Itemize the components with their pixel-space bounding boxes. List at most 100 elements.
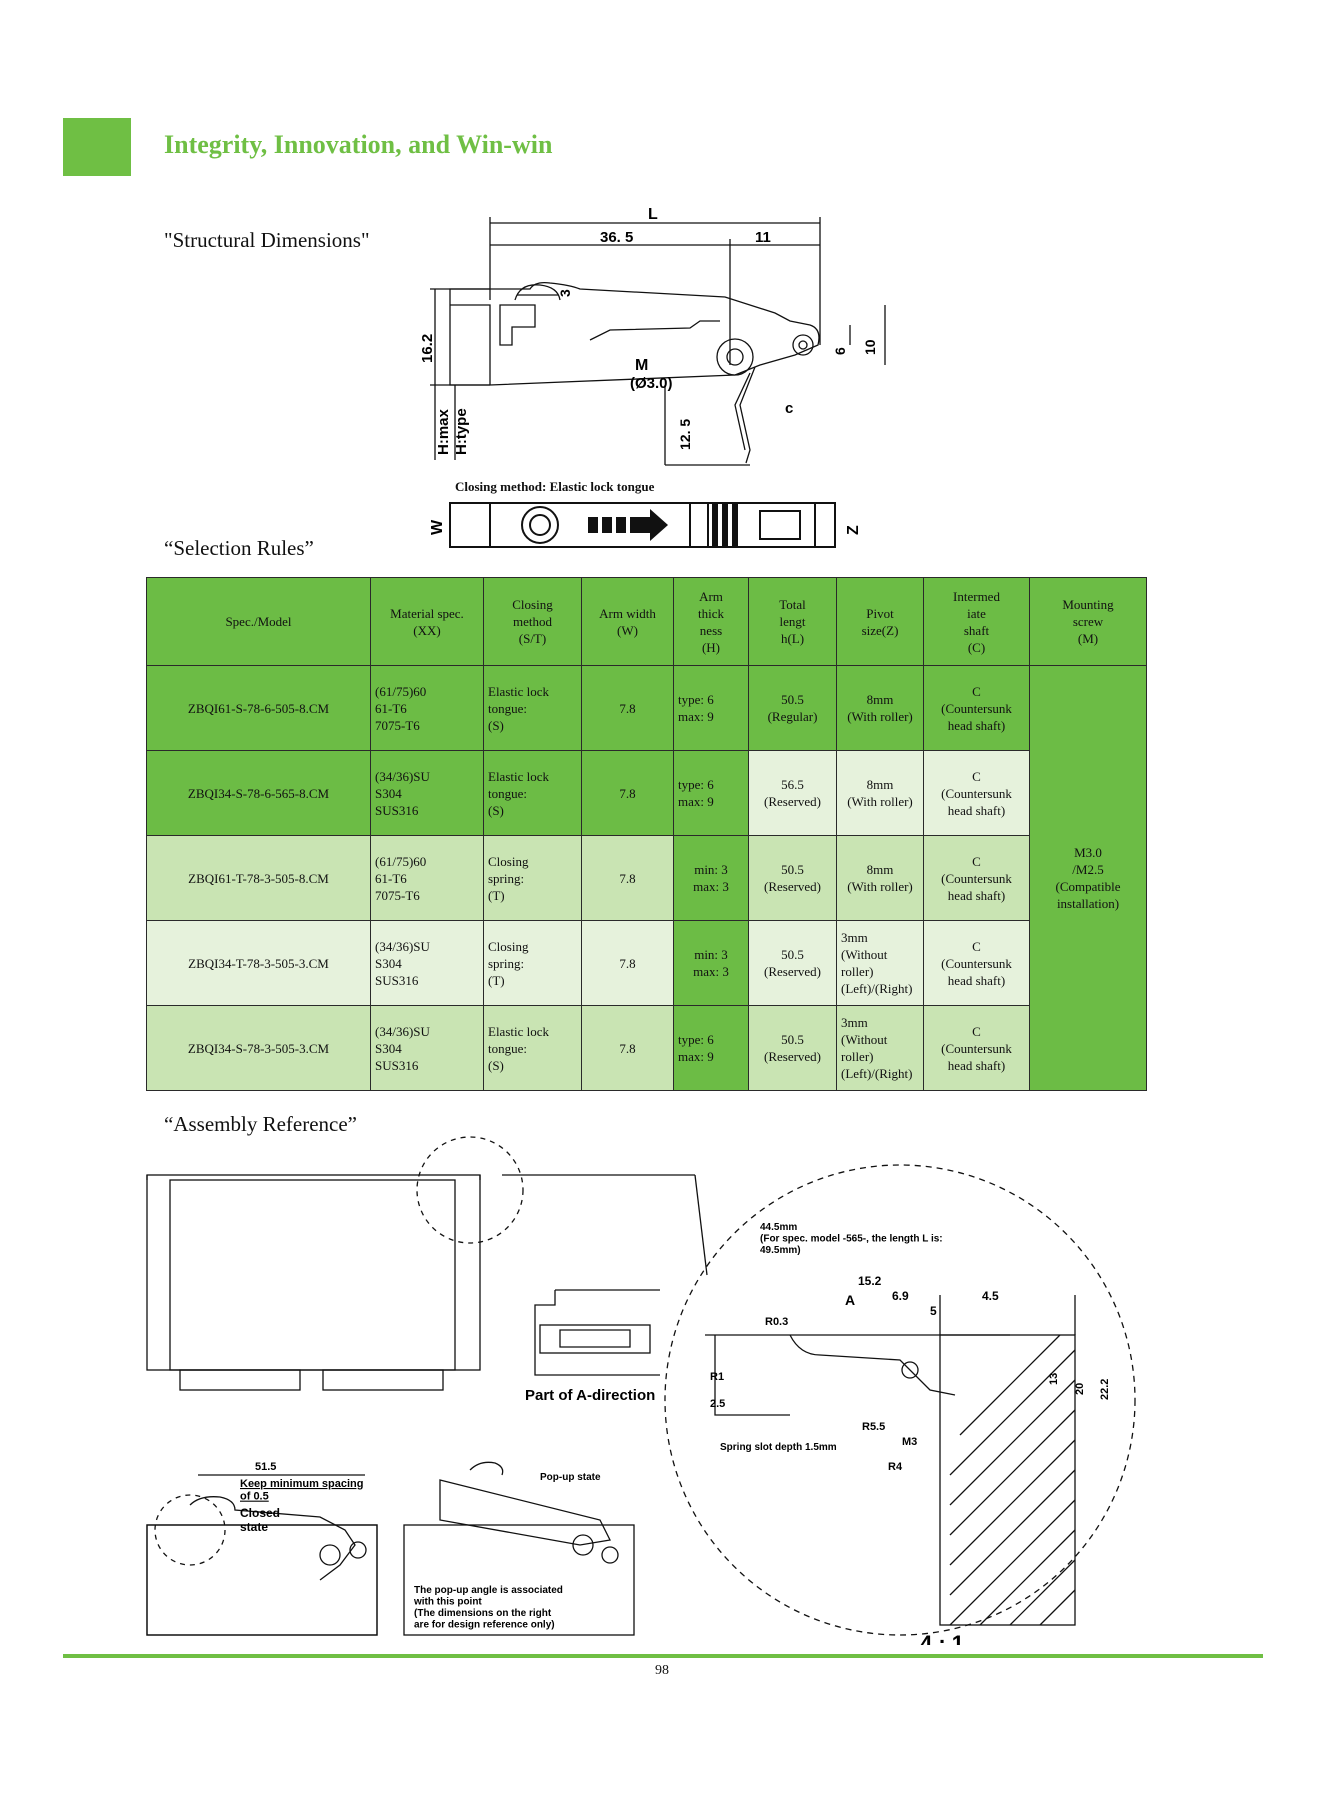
cell-model: ZBQI61-S-78-6-505-8.CM [146, 665, 371, 751]
cell-material: (61/75)60 61-T6 7075-T6 [370, 835, 484, 921]
dim-6: 6 [832, 347, 848, 355]
cell-length: 50.5 (Reserved) [748, 920, 837, 1006]
dim-4-5: 4.5 [982, 1289, 999, 1303]
cell-width: 7.8 [581, 1005, 674, 1091]
header-shaft: Intermed iate shaft (C) [923, 577, 1030, 666]
dim-12-5: 12. 5 [677, 419, 693, 450]
cell-model: ZBQI34-T-78-3-505-3.CM [146, 920, 371, 1006]
cell-thickness: type: 6 max: 9 [673, 750, 749, 836]
cell-thickness: type: 6 max: 9 [673, 665, 749, 751]
table-row: ZBQI61-S-78-6-505-8.CM (61/75)60 61-T6 7… [146, 665, 1147, 1091]
table-row: ZBQI61-T-78-3-505-8.CM (61/75)60 61-T6 7… [146, 835, 1147, 921]
table-row: ZBQI34-S-78-3-505-3.CM (34/36)SU S304 SU… [146, 1005, 1147, 1091]
header-pivot: Pivot size(Z) [836, 577, 924, 666]
cell-thickness: type: 6 max: 9 [673, 1005, 749, 1091]
label-htype: H:type [453, 408, 470, 455]
page-number: 98 [655, 1663, 669, 1678]
cell-shaft: C (Countersunk head shaft) [923, 665, 1030, 751]
cell-shaft: C (Countersunk head shaft) [923, 1005, 1030, 1091]
dim-r0-3: R0.3 [765, 1316, 788, 1328]
cell-width: 7.8 [581, 920, 674, 1006]
section-selection-rules: “Selection Rules” [164, 536, 314, 560]
label-M: M [635, 357, 648, 374]
cell-material: (34/36)SU S304 SUS316 [370, 750, 484, 836]
spring-slot-note: Spring slot depth 1.5mm [720, 1442, 837, 1453]
cell-material: (61/75)60 61-T6 7075-T6 [370, 665, 484, 751]
cell-pivot: 3mm (Without roller) (Left)/(Right) [836, 920, 924, 1006]
cell-closing: Closing spring: (T) [483, 920, 582, 1006]
cell-pivot: 8mm (With roller) [836, 750, 924, 836]
label-W: W [429, 519, 446, 535]
cell-pivot: 3mm (Without roller) (Left)/(Right) [836, 1005, 924, 1091]
cell-model: ZBQI61-T-78-3-505-8.CM [146, 835, 371, 921]
cell-shaft: C (Countersunk head shaft) [923, 920, 1030, 1006]
cell-closing: Elastic lock tongue: (S) [483, 1005, 582, 1091]
cell-width: 7.8 [581, 665, 674, 751]
dim-L: L [648, 206, 658, 223]
header-arm-width: Arm width (W) [581, 577, 674, 666]
selection-table: Spec./Model Material spec. (XX) Closing … [146, 577, 1147, 1091]
dim-22-2: 22.2 [1099, 1379, 1111, 1400]
label-phi: (Ø3.0) [630, 375, 673, 392]
dim-2-5: 2.5 [710, 1398, 725, 1410]
cell-closing: Elastic lock tongue: (S) [483, 750, 582, 836]
cell-pivot: 8mm (With roller) [836, 665, 924, 751]
cell-shaft: C (Countersunk head shaft) [923, 750, 1030, 836]
label-c: c [785, 400, 793, 417]
section-structural-dimensions: "Structural Dimensions" [164, 228, 370, 252]
structural-dimensions-drawing: L 36. 5 11 3 16.2 6 10 M (Ø3.0) c 12. 5 … [420, 206, 886, 466]
cell-thickness: min: 3 max: 3 [673, 920, 749, 1006]
dim-r4: R4 [888, 1461, 903, 1473]
cell-width: 7.8 [581, 835, 674, 921]
header-mounting: Mounting screw (M) [1029, 577, 1147, 666]
header-closing: Closing method (S/T) [483, 577, 582, 666]
dim-11: 11 [755, 229, 771, 246]
dim-r5-5: R5.5 [862, 1421, 885, 1433]
cell-shaft: C (Countersunk head shaft) [923, 835, 1030, 921]
header-spec-model: Spec./Model [146, 577, 371, 666]
cell-width: 7.8 [581, 750, 674, 836]
cell-pivot: 8mm (With roller) [836, 835, 924, 921]
header-arm-thickness: Arm thick ness (H) [673, 577, 749, 666]
popup-state-label: Pop-up state [540, 1472, 601, 1483]
header-green-block [63, 118, 131, 176]
table-header-row: Spec./Model Material spec. (XX) Closing … [146, 577, 1147, 666]
detail-note: 44.5mm(For spec. model -565-, the length… [760, 1222, 943, 1256]
dim-r1: R1 [710, 1371, 724, 1383]
cell-thickness: min: 3 max: 3 [673, 835, 749, 921]
dim-51-5: 51.5 [255, 1461, 276, 1473]
scale-label: 4 : 1 [920, 1631, 964, 1645]
table-row: ZBQI34-S-78-6-565-8.CM (34/36)SU S304 SU… [146, 750, 1147, 836]
cell-closing: Elastic lock tongue: (S) [483, 665, 582, 751]
part-a-label: Part of A-direction [525, 1387, 655, 1404]
cell-length: 50.5 (Regular) [748, 665, 837, 751]
footer-divider [63, 1654, 1263, 1658]
label-A: A [845, 1292, 855, 1308]
dim-5: 5 [930, 1304, 937, 1318]
dim-20: 20 [1074, 1383, 1086, 1395]
cell-length: 50.5 (Reserved) [748, 835, 837, 921]
cell-length: 50.5 (Reserved) [748, 1005, 837, 1091]
closing-method-caption: Closing method: Elastic lock tongue [455, 479, 655, 494]
dim-16-2: 16.2 [420, 334, 436, 363]
page-title: Integrity, Innovation, and Win-win [164, 130, 553, 159]
cell-mounting-screw: M3.0 /M2.5 (Compatible installation) [1029, 665, 1147, 1091]
label-hmax: H:max [435, 408, 452, 455]
table-row: ZBQI34-T-78-3-505-3.CM (34/36)SU S304 SU… [146, 920, 1147, 1006]
header-total-length: Total lengt h(L) [748, 577, 837, 666]
top-view-drawing: W Z [429, 502, 862, 548]
cell-material: (34/36)SU S304 SUS316 [370, 1005, 484, 1091]
header-material: Material spec. (XX) [370, 577, 484, 666]
label-Z: Z [845, 525, 862, 535]
dim-36-5: 36. 5 [600, 229, 633, 246]
section-assembly-reference: “Assembly Reference” [164, 1112, 357, 1136]
cell-model: ZBQI34-S-78-6-565-8.CM [146, 750, 371, 836]
dim-3: 3 [557, 289, 573, 297]
cell-length: 56.5 (Reserved) [748, 750, 837, 836]
dim-10: 10 [862, 339, 878, 355]
cell-material: (34/36)SU S304 SUS316 [370, 920, 484, 1006]
cell-model: ZBQI34-S-78-3-505-3.CM [146, 1005, 371, 1091]
